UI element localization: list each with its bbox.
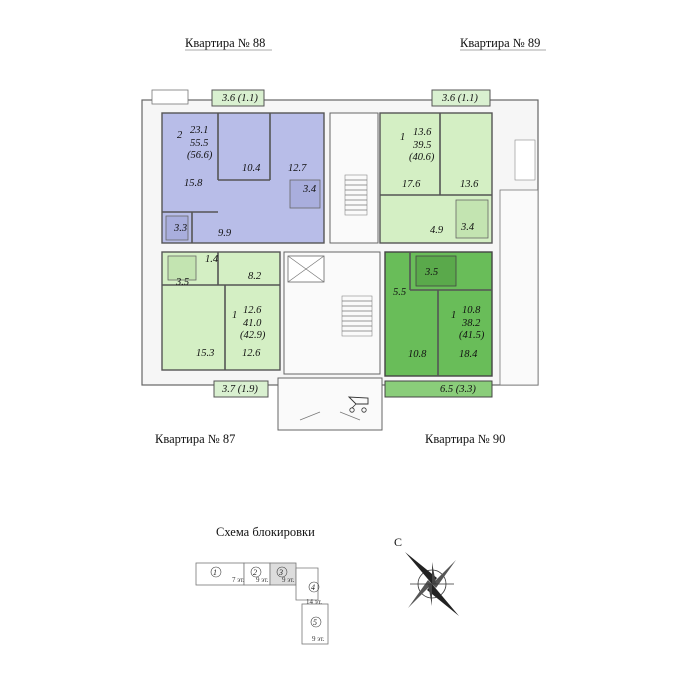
apt-88-room: 12.7 (288, 163, 307, 174)
apt-87-room: 8.2 (248, 271, 262, 282)
apt-88-room: 3.3 (173, 223, 187, 234)
apt-87-room: 3.5 (175, 277, 189, 288)
apt-89-room: 3.4 (460, 222, 475, 233)
balcony-87-label: 3.7 (1.9) (221, 384, 258, 395)
apt-89-living: 13.6 (413, 127, 432, 138)
scheme-dim: 9 эт. (256, 576, 269, 584)
apt-88-room: 10.4 (242, 163, 261, 174)
apt-90-room: 18.4 (459, 349, 478, 360)
scheme-section: 2 (253, 568, 257, 577)
apt-87-total-balcony: (42.9) (240, 330, 266, 341)
compass-north-label: С (394, 535, 402, 549)
apartment-88-title: Квартира № 88 (185, 36, 265, 50)
apt-87-living: 12.6 (243, 305, 262, 316)
scheme-section: 1 (213, 568, 217, 577)
apt-90-total: 38.2 (461, 318, 481, 329)
apt-89-room: 4.9 (430, 225, 444, 236)
apt-88-room: 15.8 (184, 178, 203, 189)
apt-90-room: 10.8 (408, 349, 427, 360)
apt-88-total: 55.5 (190, 138, 208, 149)
apt-89-total-balcony: (40.6) (409, 152, 435, 163)
apt-87-room: 1.4 (205, 254, 219, 265)
apt-88-rooms-count: 2 (177, 130, 183, 141)
scheme-section: 5 (313, 618, 317, 627)
stroller-icon (347, 396, 369, 413)
apt-90-living: 10.8 (462, 305, 481, 316)
apt-88-total-balcony: (56.6) (187, 150, 213, 161)
stairs-lower (341, 295, 373, 337)
apt-88-living: 23.1 (190, 125, 208, 136)
stairs-upper (344, 174, 368, 216)
apt-89-room: 13.6 (460, 179, 479, 190)
apt-90-room: 5.5 (393, 287, 406, 298)
scheme-section: 3 (278, 568, 283, 577)
apt-89-rooms-count: 1 (400, 132, 405, 143)
scheme-dim: 9 эт. (282, 576, 295, 584)
apt-89-room: 17.6 (402, 179, 421, 190)
balcony-88[interactable] (211, 89, 265, 107)
scheme-dim: 14 эт. (306, 598, 322, 606)
apt-87-room: 12.6 (242, 348, 261, 359)
apartment-88[interactable] (161, 112, 325, 244)
balcony-89[interactable] (431, 89, 491, 107)
apt-90-rooms-count: 1 (451, 310, 456, 321)
elevator-shaft (287, 255, 325, 283)
apt-88-room: 3.4 (302, 184, 317, 195)
apt-88-room: 9.9 (218, 228, 232, 239)
scheme-diagram (195, 562, 329, 645)
apt-87-total: 41.0 (243, 318, 262, 329)
apartment-89[interactable] (379, 112, 493, 244)
balcony-88-label: 3.6 (1.1) (221, 93, 258, 104)
balcony-90[interactable] (384, 380, 493, 398)
compass-icon (405, 552, 459, 616)
apt-87-rooms-count: 1 (232, 310, 237, 321)
apt-87-room: 15.3 (196, 348, 214, 359)
apartment-90-title: Квартира № 90 (425, 432, 505, 446)
apartment-90[interactable] (384, 251, 493, 377)
apt-89-total: 39.5 (412, 140, 431, 151)
scheme-dim: 7 эт. (232, 576, 245, 584)
stair-core (277, 112, 383, 431)
apartment-87-title: Квартира № 87 (155, 432, 235, 446)
apt-90-total-balcony: (41.5) (459, 330, 485, 341)
balcony-90-label: 6.5 (3.3) (440, 384, 476, 395)
scheme-dim: 9 эт. (312, 635, 325, 643)
apt-90-room: 3.5 (424, 267, 438, 278)
balcony-89-label: 3.6 (1.1) (441, 93, 478, 104)
scheme-section: 4 (311, 583, 315, 592)
scheme-title: Схема блокировки (216, 525, 315, 539)
balcony-87[interactable] (213, 380, 269, 398)
apartment-87[interactable] (161, 251, 281, 371)
apartment-89-title: Квартира № 89 (460, 36, 540, 50)
